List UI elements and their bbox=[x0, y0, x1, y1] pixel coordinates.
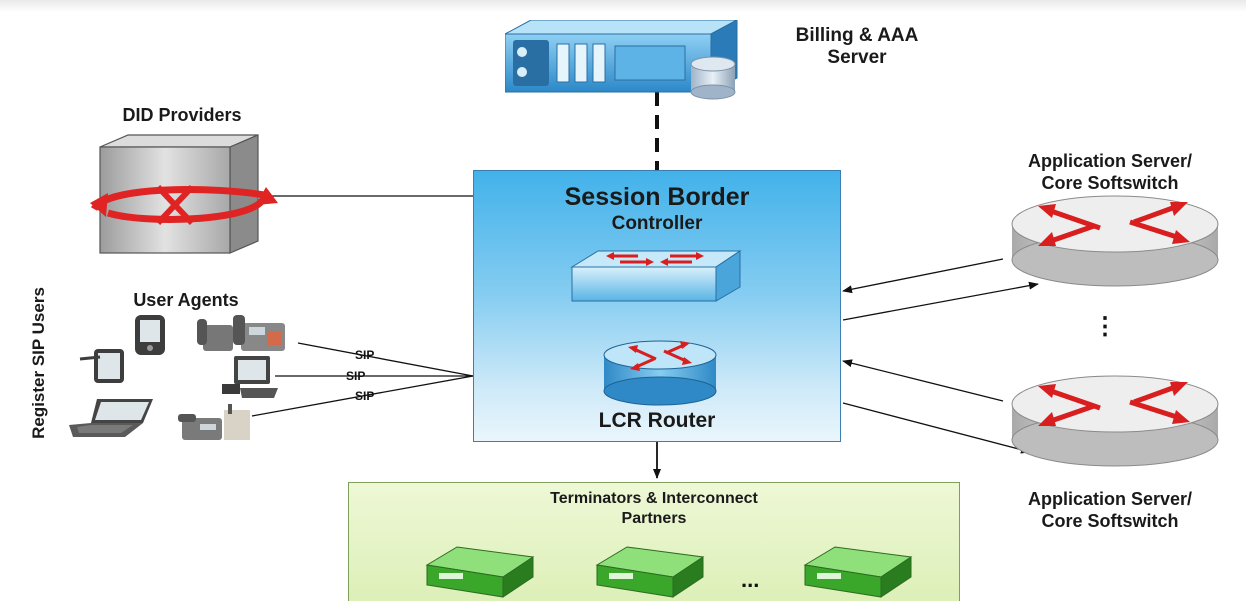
desk-phones-icon bbox=[197, 315, 285, 351]
laptop-icon bbox=[69, 399, 153, 437]
did-providers-label: DID Providers bbox=[122, 105, 242, 125]
app-bottom-arrow-out bbox=[842, 402, 1031, 454]
app-server-bottom-label-line2: Core Softswitch bbox=[1041, 511, 1179, 531]
sbc-title-line1: Session Border bbox=[564, 183, 750, 211]
billing-server-label: Billing & AAA Server bbox=[772, 25, 942, 69]
sip-label-3: SIP bbox=[355, 389, 375, 403]
register-sip-users-label: Register SIP Users bbox=[29, 287, 48, 439]
switch-icon bbox=[570, 250, 742, 302]
app-server-top-router-icon bbox=[1011, 195, 1219, 287]
billing-label-line2: Server bbox=[827, 47, 887, 68]
sip-label-1: SIP bbox=[355, 348, 375, 362]
office-phone-icon bbox=[178, 404, 250, 440]
app-server-bottom-label: Application Server/ Core Softswitch bbox=[960, 488, 1246, 532]
tablet-device-icon bbox=[79, 349, 124, 383]
terminators-box: Terminators & Interconnect Partners ... bbox=[348, 482, 960, 601]
desktop-computer-icon bbox=[222, 356, 278, 398]
terminators-label-line1: Terminators & Interconnect bbox=[550, 490, 758, 507]
lcr-router-label: LCR Router bbox=[598, 409, 716, 432]
app-top-arrow-in bbox=[842, 258, 1004, 294]
gateway-device-icon bbox=[803, 546, 913, 598]
app-server-top-label: Application Server/ Core Softswitch bbox=[960, 150, 1246, 194]
gateway-device-icon bbox=[595, 546, 705, 598]
app-server-top-label-line2: Core Softswitch bbox=[1041, 173, 1179, 193]
billing-server-icon bbox=[505, 20, 738, 100]
app-server-bottom-router-icon bbox=[1011, 375, 1219, 467]
gateway-device-icon bbox=[425, 546, 535, 598]
user-agents-label: User Agents bbox=[133, 290, 239, 310]
top-shadow bbox=[0, 0, 1246, 12]
sbc-title-line2: Controller bbox=[611, 213, 703, 234]
pda-icon bbox=[135, 315, 165, 355]
app-top-arrow-out bbox=[842, 281, 1039, 321]
terminators-label-line2: Partners bbox=[621, 510, 687, 527]
app-bottom-arrow-in bbox=[842, 359, 1004, 402]
terminators-ellipsis: ... bbox=[741, 567, 760, 592]
terminators-label: Terminators & Interconnect Partners bbox=[349, 489, 959, 529]
sip-label-2: SIP bbox=[346, 369, 366, 383]
session-border-controller-box: Session Border Controller LCR Router bbox=[473, 170, 841, 442]
sip-link-3 bbox=[251, 375, 474, 417]
did-server-tower-icon bbox=[90, 134, 278, 254]
app-server-top-label-line1: Application Server/ bbox=[1027, 151, 1193, 171]
sip-link-1 bbox=[297, 342, 474, 377]
billing-label-line1: Billing & AAA bbox=[795, 25, 919, 46]
app-server-ellipsis: ⋮ bbox=[1093, 313, 1117, 340]
lcr-router-icon bbox=[603, 340, 717, 406]
app-server-bottom-label-line1: Application Server/ bbox=[1027, 489, 1193, 509]
